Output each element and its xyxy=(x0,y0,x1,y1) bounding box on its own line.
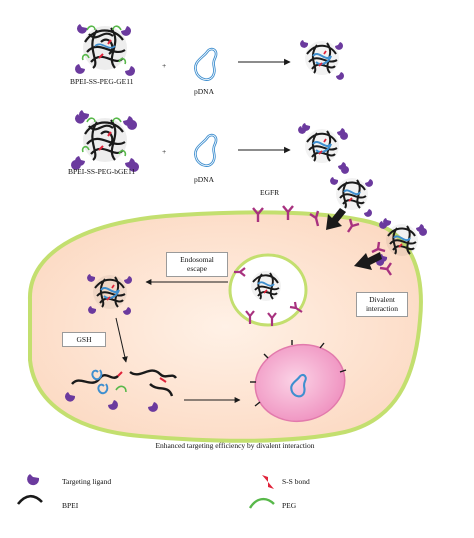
polyplex-icon xyxy=(330,177,373,217)
plasmid-icon xyxy=(194,133,218,167)
plasmid-icon xyxy=(194,47,218,81)
divalent-interaction-label: Divalent interaction xyxy=(356,292,408,317)
nucleus xyxy=(250,340,347,423)
legend-peg-label: PEG xyxy=(282,501,297,510)
legend-bpei-label: BPEI xyxy=(62,501,79,510)
arrow-icon xyxy=(115,317,128,363)
cell xyxy=(27,210,423,443)
polyplex-icon xyxy=(71,110,139,172)
plus-sign: + xyxy=(162,61,167,70)
polyplex-icon xyxy=(300,40,344,80)
receptor-icon xyxy=(252,205,392,276)
polyplex-icon xyxy=(87,274,132,315)
caption: Enhanced targeting efficiency by divalen… xyxy=(155,441,315,450)
gsh-label: GSH xyxy=(62,332,106,348)
legend-ligand-label: Targeting ligand xyxy=(62,477,112,486)
ligand-icon xyxy=(27,474,40,486)
plus-sign: + xyxy=(162,147,167,156)
receptor-icon xyxy=(234,267,303,326)
arrow-icon xyxy=(354,252,382,270)
legend-ss-bond-label: S-S bond xyxy=(282,477,310,486)
polyplex-1-label: BPEI-SS-PEG-GE11 xyxy=(70,77,134,86)
plasmid-1-label: pDNA xyxy=(194,87,214,96)
released-components xyxy=(65,369,177,412)
polyplex-2-label: BPEI-SS-PEG-bGE11 xyxy=(68,167,136,176)
arrow-icon xyxy=(326,208,346,230)
polyplex-icon xyxy=(376,218,427,266)
receptor-label: EGFR xyxy=(260,188,280,197)
polyplex-icon xyxy=(298,123,349,174)
bpei-icon xyxy=(16,494,43,505)
legend xyxy=(16,474,275,509)
endosome xyxy=(228,253,308,327)
peg-icon xyxy=(248,497,275,509)
formulation-row-2 xyxy=(71,110,349,174)
ss-bond-icon xyxy=(262,475,274,489)
polyplex-icon xyxy=(251,271,281,301)
plasmid-2-label: pDNA xyxy=(194,175,214,184)
polyplex-icon xyxy=(75,24,135,76)
cell-membrane xyxy=(27,210,423,443)
endosomal-escape-label: Endosomal escape xyxy=(166,252,228,277)
formulation-row-1 xyxy=(75,24,344,81)
plasmid-icon xyxy=(290,373,307,398)
